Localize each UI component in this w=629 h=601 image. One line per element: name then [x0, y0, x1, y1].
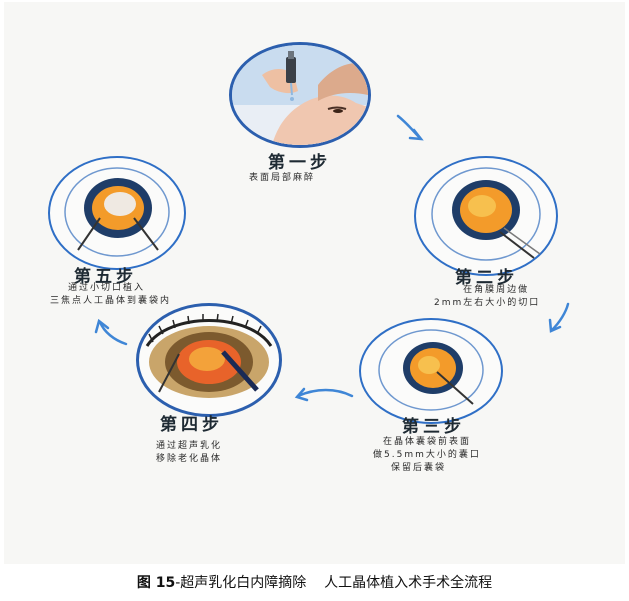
capsulorhexis-illustration — [378, 329, 484, 411]
step1-title: 第一步 — [268, 153, 331, 173]
step2-circle — [414, 156, 558, 276]
step3-circle — [359, 318, 503, 424]
step1-desc: 表面局部麻醉 — [249, 172, 315, 185]
eye-drop-illustration — [232, 45, 368, 145]
step3-title: 第三步 — [402, 417, 465, 437]
step2-desc-line1: 在角膜周边做 — [463, 285, 530, 295]
step4-circle — [136, 303, 282, 417]
phaco-illustration — [145, 313, 273, 398]
step3-desc-line3: 保留后囊袋 — [391, 463, 447, 473]
iol-illustration — [64, 167, 170, 257]
step3-desc: 在晶体囊袋前表面 做5.5mm大小的囊口 保留后囊袋 — [373, 436, 481, 475]
figure-number: 图 15 — [136, 575, 176, 591]
step1-desc-line1: 表面局部麻醉 — [249, 173, 316, 183]
step5-circle — [48, 156, 186, 270]
step3-desc-line1: 在晶体囊袋前表面 — [383, 437, 472, 447]
figure-caption-text: -超声乳化白内障摘除 人工晶体植入术手术全流程 — [175, 575, 493, 591]
step5-desc-line2: 三焦点人工晶体到囊袋内 — [50, 296, 172, 306]
step5-desc: 通过小切口植入 三焦点人工晶体到囊袋内 — [50, 282, 171, 308]
step1-circle — [229, 42, 371, 148]
step4-title: 第四步 — [160, 415, 223, 435]
step4-desc: 通过超声乳化 移除老化晶体 — [156, 440, 222, 466]
step4-desc-line2: 移除老化晶体 — [156, 454, 223, 464]
step2-title: 第二步 — [455, 268, 518, 288]
incision-illustration — [431, 167, 541, 261]
step5-title: 第五步 — [74, 267, 137, 287]
figure-caption: 图 15-超声乳化白内障摘除 人工晶体植入术手术全流程 — [0, 572, 629, 592]
step2-desc: 在角膜周边做 2mm左右大小的切口 — [434, 284, 540, 310]
step4-desc-line1: 通过超声乳化 — [156, 441, 223, 451]
step5-desc-line1: 通过小切口植入 — [68, 283, 146, 293]
step2-desc-line2: 2mm左右大小的切口 — [434, 298, 541, 308]
step3-desc-line2: 做5.5mm大小的囊口 — [373, 450, 481, 460]
